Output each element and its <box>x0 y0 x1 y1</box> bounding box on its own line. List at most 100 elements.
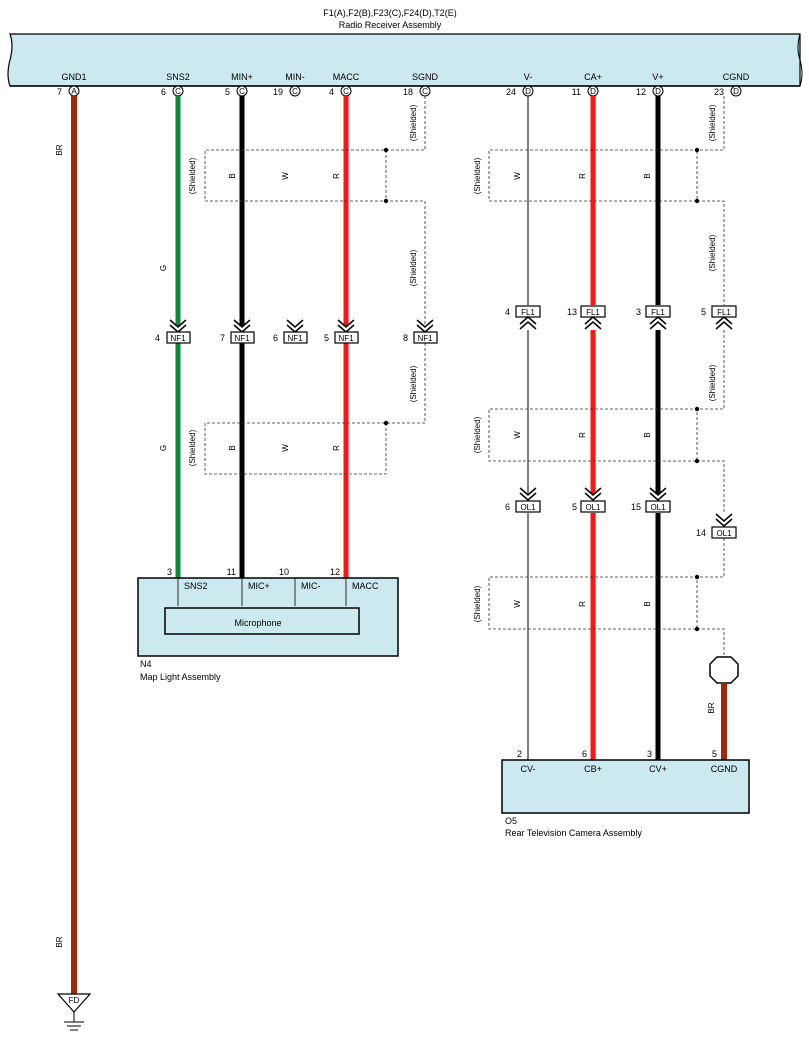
nf1-num-2: 7 <box>220 333 225 343</box>
pin-name-min-plus: MIN+ <box>231 72 253 82</box>
map-pin-name-mic-plus: MIC+ <box>248 581 270 591</box>
fl1-connector-13: FL1 13 <box>567 305 606 330</box>
map-pin-name-sns2: SNS2 <box>184 581 208 591</box>
fl1-connector-4: FL1 4 <box>505 305 541 330</box>
pin-name-v-minus: V- <box>524 72 533 82</box>
wire-label-r-r1: R <box>578 173 587 179</box>
wire-label-br-cgnd: BR <box>707 702 716 713</box>
map-light-assembly: Microphone SNS2 MIC+ MIC- MACC <box>137 577 399 657</box>
wire-label-w-r3: W <box>513 600 522 608</box>
pin-num-cgnd: 23 <box>714 87 724 97</box>
ol1-label-3: OL1 <box>650 503 666 512</box>
shield-label-r4: (Shielded) <box>473 416 482 453</box>
conn-letter-sns2: C <box>175 87 181 96</box>
conn-letter-ca-plus: D <box>590 87 596 96</box>
nf1-num-3: 6 <box>273 333 278 343</box>
wire-label-r-2: R <box>332 445 341 451</box>
conn-letter-gnd1: A <box>71 87 77 96</box>
nf1-label-5: NF1 <box>417 334 433 343</box>
wire-label-br-top: BR <box>55 144 64 155</box>
nf1-connector-6: NF1 6 <box>273 319 308 344</box>
wire-label-b-2: B <box>228 445 237 450</box>
nf1-connector-7: NF1 7 <box>220 319 255 344</box>
cam-pin-name-cv-minus: CV- <box>520 764 535 774</box>
pin-name-sgnd: SGND <box>412 72 439 82</box>
nf1-label-4: NF1 <box>338 334 354 343</box>
microphone-box <box>164 607 360 635</box>
wire-label-g-2: G <box>159 445 168 451</box>
fl1-num-4: 5 <box>701 307 706 317</box>
pin-num-sns2: 6 <box>161 87 166 97</box>
conn-letter-v-minus: D <box>525 87 531 96</box>
fl1-num-2: 13 <box>567 307 577 317</box>
shield-label-3: (Shielded) <box>409 249 418 286</box>
wire-label-w-r2: W <box>513 431 522 439</box>
shield-ground-point <box>709 656 739 684</box>
map-pin-name-mic-minus: MIC- <box>301 581 321 591</box>
wire-label-w-r1: W <box>513 172 522 180</box>
map-pin-num-12: 12 <box>330 567 340 577</box>
fl1-label-4: FL1 <box>717 308 731 317</box>
ol1-num-1: 6 <box>505 502 510 512</box>
fl1-connector-3: FL1 3 <box>636 305 671 330</box>
pin-name-ca-plus: CA+ <box>584 72 602 82</box>
pin-name-cgnd: CGND <box>723 72 750 82</box>
fl1-label-3: FL1 <box>651 308 665 317</box>
pin-num-ca-plus: 11 <box>572 87 581 97</box>
microphone-label: Microphone <box>234 618 281 628</box>
wire-label-w-2: W <box>281 444 290 452</box>
wire-label-b-r3: B <box>643 601 652 606</box>
fl1-connector-5: FL1 5 <box>701 305 737 330</box>
ol1-label-1: OL1 <box>520 503 536 512</box>
shield-upper-left <box>204 96 426 326</box>
pin-name-gnd1: GND1 <box>61 72 86 82</box>
fl1-num-3: 3 <box>636 307 641 317</box>
nf1-num-4: 5 <box>324 333 329 343</box>
shield-label-r6: (Shielded) <box>473 585 482 622</box>
wire-label-b-r2: B <box>643 432 652 437</box>
radio-receiver-assembly <box>7 33 801 87</box>
shield-lower-left <box>204 343 426 475</box>
fl1-label-1: FL1 <box>521 308 535 317</box>
nf1-label-1: NF1 <box>170 334 186 343</box>
wire-label-r-r2: R <box>578 432 587 438</box>
conn-letter-cgnd: D <box>733 87 739 96</box>
radio-receiver-title: Radio Receiver Assembly <box>339 20 442 30</box>
cam-pin-num-2: 2 <box>517 749 522 759</box>
shield-right-1 <box>488 96 725 305</box>
ground-fd: FD <box>56 993 92 1031</box>
shield-right-2 <box>488 330 725 513</box>
ol1-label-2: OL1 <box>585 503 601 512</box>
camera-name: Rear Television Camera Assembly <box>505 828 642 838</box>
pin-name-sns2: SNS2 <box>166 72 190 82</box>
map-pin-num-11: 11 <box>227 567 236 577</box>
cam-pin-num-3: 3 <box>647 749 652 759</box>
connector-list: F1(A),F2(B),F23(C),F24(D),T2(E) <box>323 8 457 18</box>
conn-letter-min-minus: C <box>292 87 298 96</box>
pin-name-v-plus: V+ <box>652 72 663 82</box>
nf1-label-2: NF1 <box>234 334 250 343</box>
pin-num-sgnd: 18 <box>403 87 413 97</box>
pin-name-macc: MACC <box>333 72 360 82</box>
wire-label-r-r3: R <box>578 601 587 607</box>
shield-label-2: (Shielded) <box>409 104 418 141</box>
ol1-num-2: 5 <box>572 502 577 512</box>
wire-label-g-1: G <box>159 265 168 271</box>
conn-letter-v-plus: D <box>655 87 661 96</box>
cam-pin-num-6: 6 <box>582 749 587 759</box>
rear-camera-assembly: CV- CB+ CV+ CGND <box>501 759 750 814</box>
cam-pin-name-cv-plus: CV+ <box>649 764 667 774</box>
shield-label-r5: (Shielded) <box>708 364 717 401</box>
wire-label-br-bottom: BR <box>55 936 64 947</box>
shield-label-4: (Shielded) <box>188 429 197 466</box>
cam-pin-num-5: 5 <box>712 749 717 759</box>
cam-pin-name-cb-plus: CB+ <box>584 764 602 774</box>
shield-label-r3: (Shielded) <box>708 234 717 271</box>
nf1-connector-4: NF1 4 <box>155 319 191 344</box>
conn-letter-min-plus: C <box>239 87 245 96</box>
shield-label-1: (Shielded) <box>188 157 197 194</box>
wire-label-b-1: B <box>228 173 237 178</box>
nf1-connector-5: NF1 5 <box>324 319 359 344</box>
ol1-connector-6: OL1 6 <box>505 487 541 513</box>
wire-label-r-1: R <box>332 173 341 179</box>
